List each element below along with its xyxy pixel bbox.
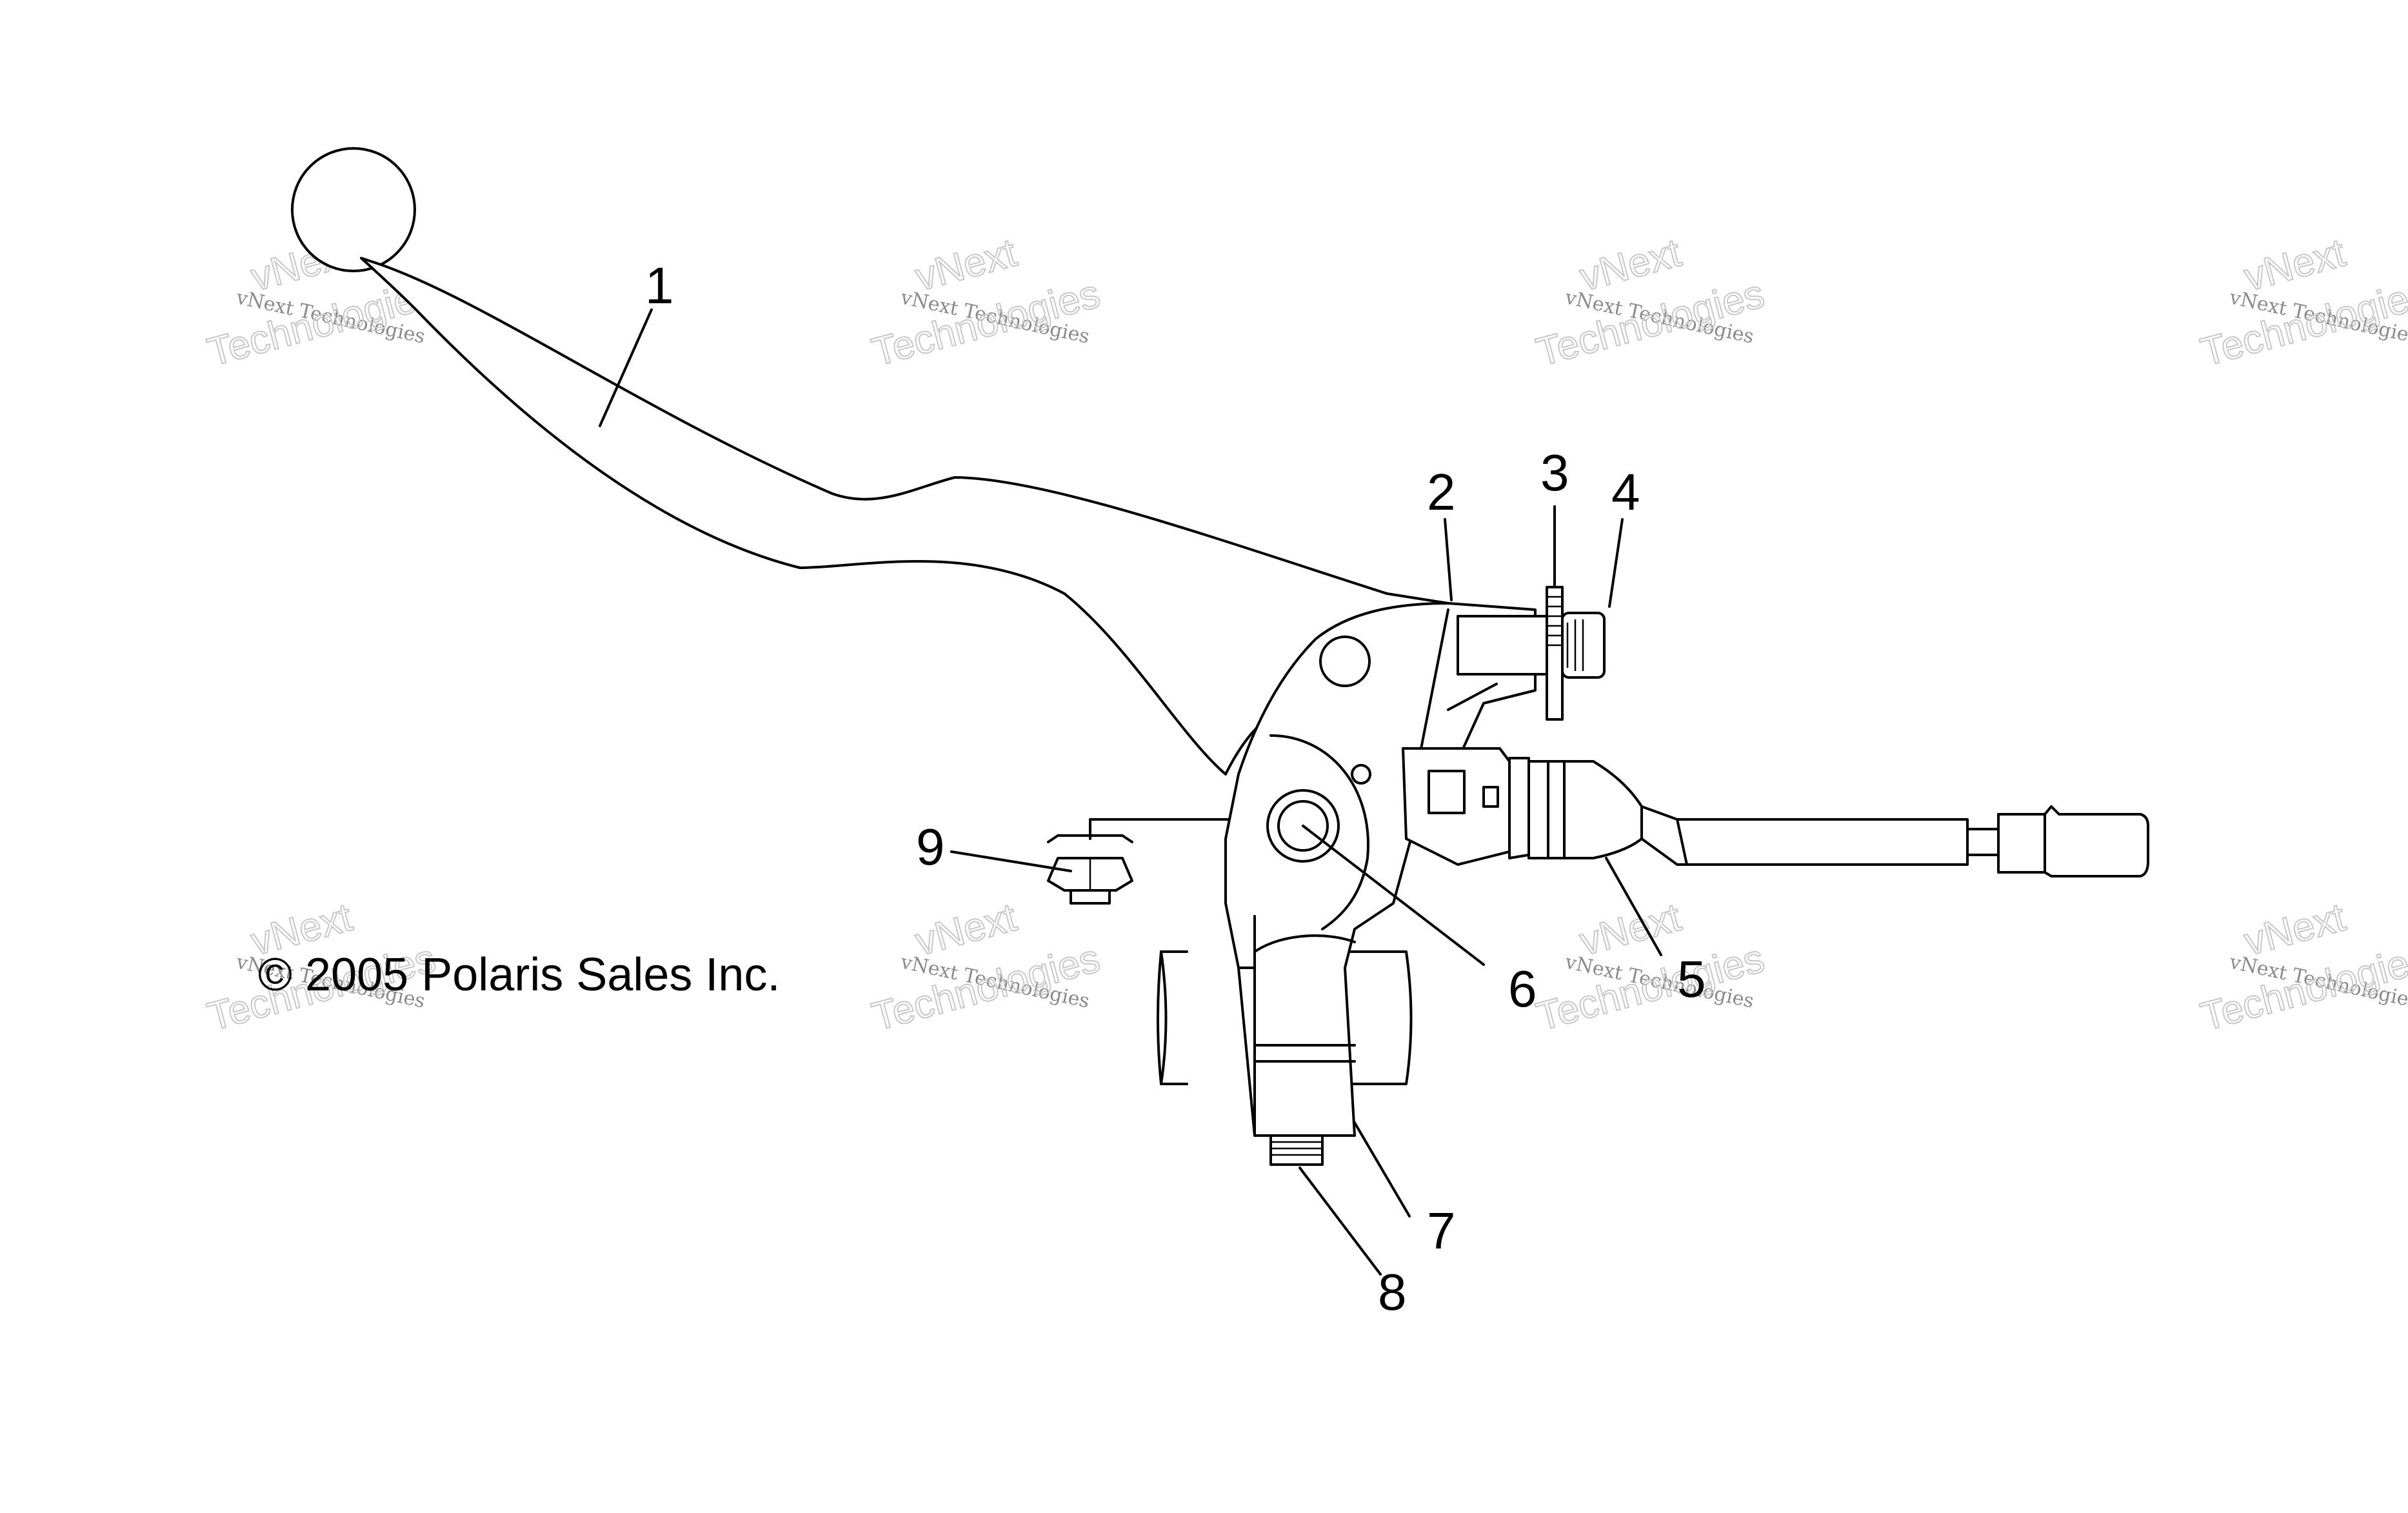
watermark-large-bottom: Technologies bbox=[2196, 936, 2408, 1039]
callout-labels: 1 2 3 4 5 6 7 8 9 bbox=[645, 257, 1706, 1321]
watermark: vNext Technologies vNext Technologies bbox=[867, 230, 1105, 376]
callout-1: 1 bbox=[645, 257, 674, 314]
watermark: vNext Technologies vNext Technologies bbox=[2196, 894, 2408, 1040]
watermark-large-top: vNext bbox=[2240, 895, 2350, 965]
copyright-notice: © 2005 Polaris Sales Inc. bbox=[258, 949, 780, 1001]
leader-2 bbox=[1444, 518, 1453, 601]
leader-lines bbox=[599, 308, 1662, 1276]
lock-nut bbox=[1047, 818, 1230, 905]
leader-5 bbox=[1605, 857, 1662, 956]
callout-3: 3 bbox=[1540, 444, 1569, 501]
watermark-large-top: vNext bbox=[1575, 895, 1686, 965]
callout-2: 2 bbox=[1427, 463, 1456, 521]
callout-5: 5 bbox=[1677, 950, 1706, 1008]
watermark: vNext Technologies vNext Technologies bbox=[1531, 894, 1769, 1040]
callout-8: 8 bbox=[1378, 1263, 1407, 1321]
leader-8 bbox=[1299, 1167, 1382, 1276]
clutch-cable bbox=[1640, 805, 2149, 877]
bottom-switch bbox=[1269, 1134, 1324, 1166]
watermark-large-bottom: Technologies bbox=[2196, 272, 2408, 375]
leader-7 bbox=[1353, 1121, 1411, 1217]
callout-7: 7 bbox=[1427, 1202, 1456, 1259]
cable-end-fitting bbox=[1997, 805, 2149, 877]
watermark-large-top: vNext bbox=[911, 230, 1021, 300]
adjuster-screw bbox=[1457, 586, 1564, 721]
callout-6: 6 bbox=[1508, 960, 1537, 1017]
lever-ball-end bbox=[291, 147, 416, 272]
leader-6 bbox=[1302, 825, 1485, 966]
leader-1 bbox=[599, 308, 653, 427]
watermark-large-top: vNext bbox=[1575, 230, 1686, 300]
adjuster-knob bbox=[1561, 612, 1606, 679]
detent-ball bbox=[1351, 764, 1371, 785]
clutch-lever bbox=[291, 147, 1449, 776]
handlebar-tube bbox=[1157, 950, 1413, 1085]
callout-9: 9 bbox=[916, 818, 945, 876]
callout-4: 4 bbox=[1611, 463, 1640, 521]
watermark-large-top: vNext bbox=[2240, 230, 2350, 300]
watermark: vNext Technologies vNext Technologies bbox=[1531, 230, 1769, 376]
watermark-large-top: vNext bbox=[911, 895, 1021, 965]
leader-9 bbox=[950, 850, 1072, 872]
cable-adjuster bbox=[1402, 747, 1643, 866]
lever-perch bbox=[1224, 602, 1537, 1137]
watermark: vNext Technologies vNext Technologies bbox=[867, 894, 1105, 1040]
lever-pivot-hole bbox=[1319, 636, 1371, 687]
watermark: vNext Technologies vNext Technologies bbox=[2196, 230, 2408, 376]
leader-4 bbox=[1608, 518, 1624, 608]
